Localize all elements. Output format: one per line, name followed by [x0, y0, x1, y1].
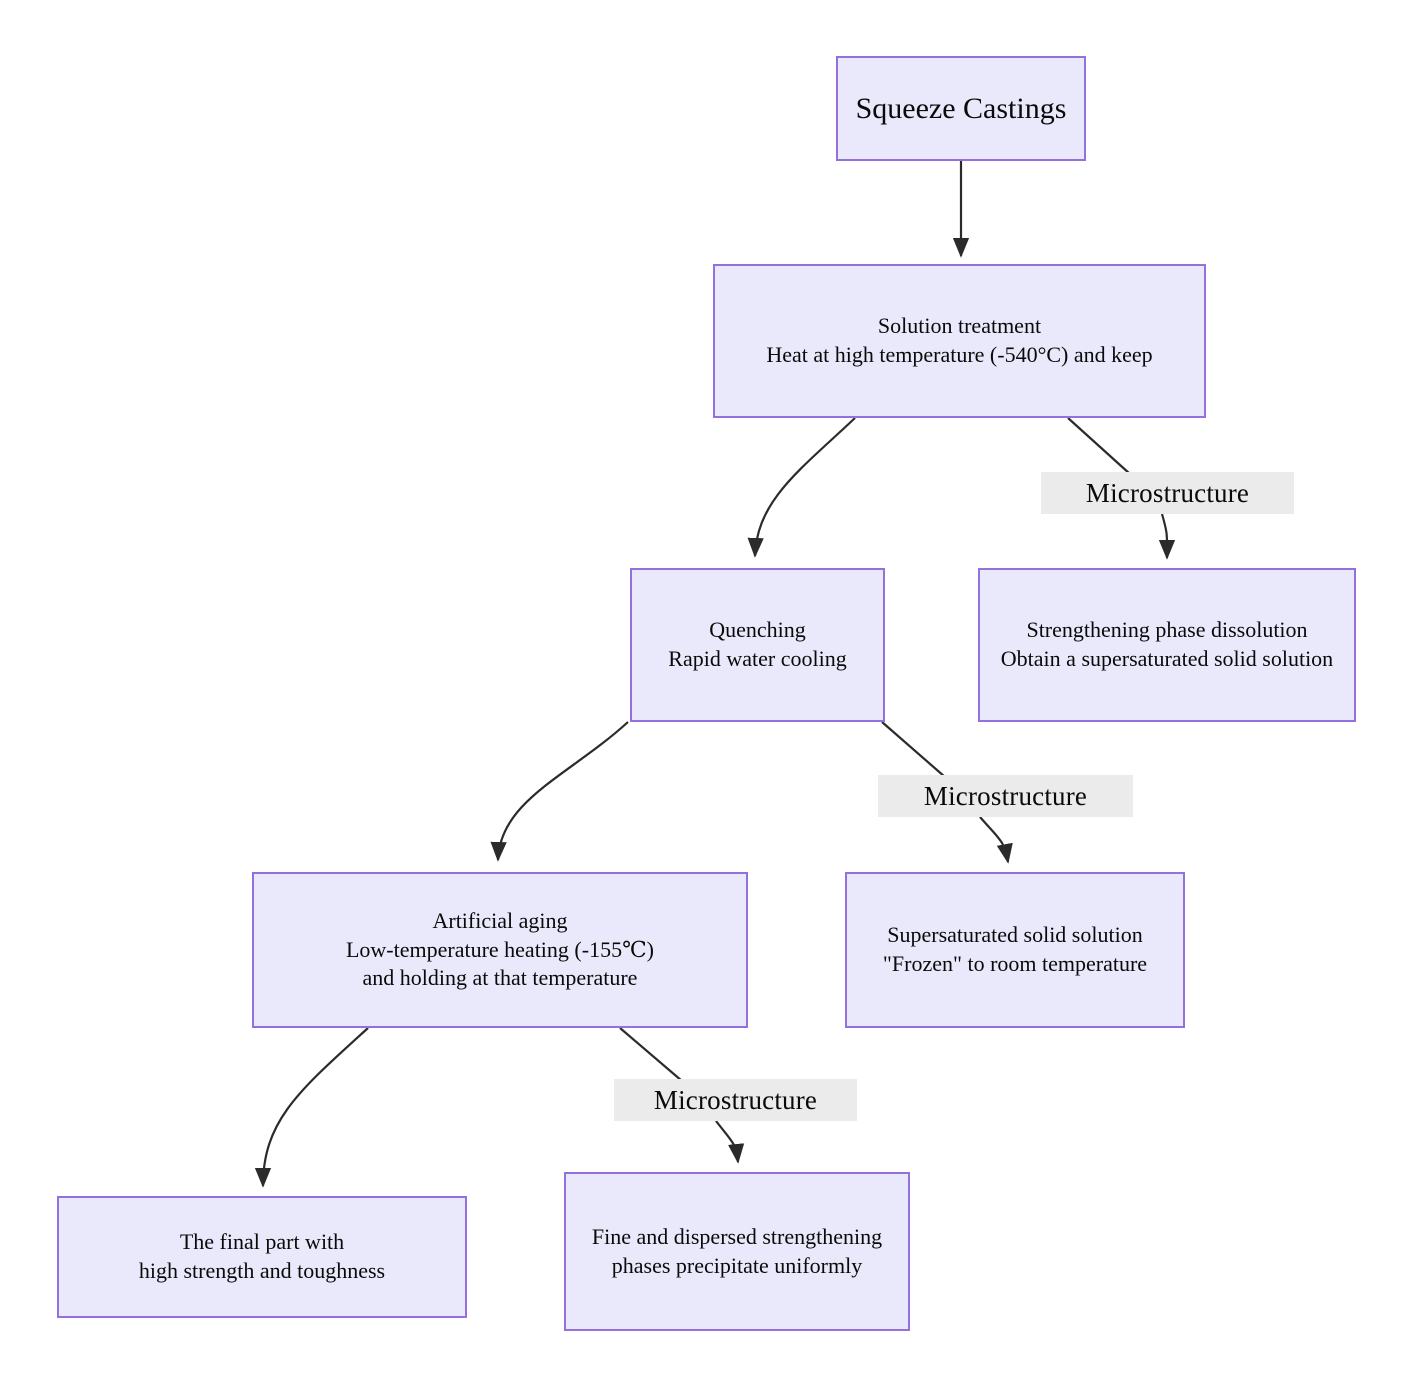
edge-solution-to-quenching — [747, 417, 856, 558]
node-label-solution-treatment: Solution treatment Heat at high temperat… — [766, 313, 1153, 367]
node-final-part[interactable]: The final part with high strength and to… — [57, 1196, 467, 1318]
node-fine-dispersed-phases[interactable]: Fine and dispersed strengthening phases … — [564, 1172, 910, 1331]
node-label-fine-dispersed-phases: Fine and dispersed strengthening phases … — [591, 1223, 883, 1278]
node-label-final-part: The final part with high strength and to… — [138, 1229, 386, 1283]
edge-label-microstructure-3: Microstructure — [614, 1079, 857, 1121]
edge-label-text-microstructure-2: Microstructure — [923, 780, 1088, 811]
node-label-quenching: Quenching Rapid water cooling — [668, 617, 847, 671]
edge-label-text-microstructure-1: Microstructure — [1085, 477, 1250, 508]
node-strengthening-phase-dissolution[interactable]: Strengthening phase dissolution Obtain a… — [978, 568, 1356, 722]
node-solution-treatment[interactable]: Solution treatment Heat at high temperat… — [713, 264, 1206, 418]
node-artificial-aging[interactable]: Artificial aging Low-temperature heating… — [252, 872, 748, 1028]
edge-label-text-microstructure-3: Microstructure — [653, 1084, 818, 1115]
edge-label-microstructure-1: Microstructure — [1041, 472, 1294, 514]
node-label-squeeze-castings: Squeeze Castings — [855, 92, 1067, 125]
edge-solution-to-microstructure-1 — [1067, 417, 1131, 475]
edge-aging-to-microstructure-3 — [619, 1027, 683, 1082]
edge-quenching-to-aging — [490, 721, 629, 862]
node-label-strengthening-phase-dissolution: Strengthening phase dissolution Obtain a… — [1000, 617, 1334, 671]
node-supersaturated-frozen[interactable]: Supersaturated solid solution "Frozen" t… — [845, 872, 1185, 1028]
edge-quenching-to-microstructure-2 — [881, 721, 946, 778]
edge-label-microstructure-2: Microstructure — [878, 775, 1133, 817]
edge-microstructure-3-to-fine-phases — [715, 1120, 745, 1164]
node-label-supersaturated-frozen: Supersaturated solid solution "Frozen" t… — [882, 922, 1148, 976]
edge-aging-to-final-part — [254, 1027, 369, 1188]
node-label-artificial-aging: Artificial aging Low-temperature heating… — [345, 908, 655, 991]
edge-microstructure-2-to-supersaturated — [979, 816, 1013, 864]
node-squeeze-castings[interactable]: Squeeze Castings — [836, 56, 1086, 161]
edge-microstructure-1-to-strengthening — [1158, 513, 1176, 560]
node-quenching[interactable]: Quenching Rapid water cooling — [630, 568, 885, 722]
